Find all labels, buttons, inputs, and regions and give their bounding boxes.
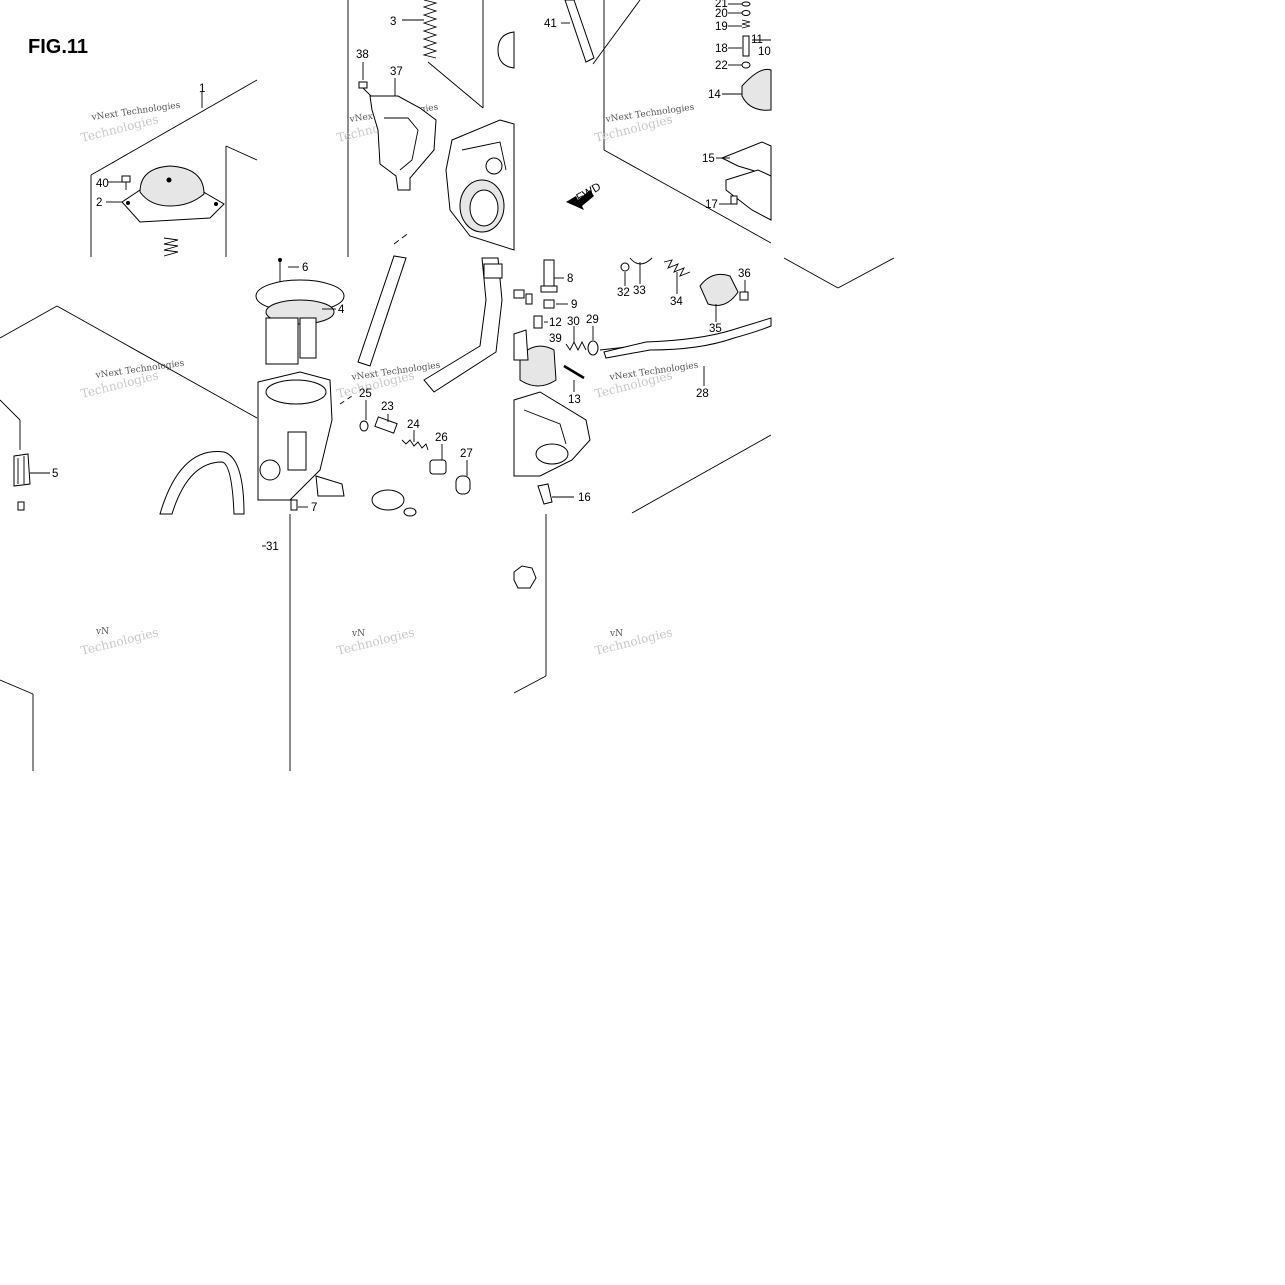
- part-float: [513, 329, 557, 387]
- callout-4: 4: [338, 304, 345, 316]
- callout-30: 30: [567, 316, 580, 328]
- part-float-bowl: [513, 391, 591, 477]
- part-33: [629, 257, 653, 265]
- svg-text:vN: vN: [351, 629, 365, 639]
- callout-14: 14: [708, 89, 721, 101]
- callout-28: 28: [696, 388, 709, 400]
- part-vent-hose: [423, 257, 503, 393]
- callout-23: 23: [381, 401, 394, 413]
- callout-9: 9: [571, 299, 577, 311]
- callout-27: 27: [460, 448, 473, 460]
- callout-35: 35: [709, 323, 722, 335]
- part-needle-stack: [741, 1, 751, 69]
- callout-2: 2: [96, 197, 102, 209]
- callout-3: 3: [390, 16, 396, 28]
- callout-13: 13: [568, 394, 581, 406]
- callout-18: 18: [715, 43, 728, 55]
- callout-15: 15: [702, 153, 715, 165]
- part-32: [620, 262, 630, 272]
- part-diaphragm-top: [497, 31, 515, 69]
- part-hose-loop: [159, 451, 245, 515]
- callout-1: 1: [199, 83, 205, 95]
- svg-text:vN: vN: [95, 627, 109, 637]
- leader-lines: [30, 3, 771, 547]
- part-screw-40: [121, 175, 131, 190]
- callout-36: 36: [738, 268, 751, 280]
- callout-29: 29: [586, 314, 599, 326]
- callout-19: 19: [715, 21, 728, 33]
- part-hose-41: [564, 0, 595, 63]
- part-spring-24: [401, 439, 429, 451]
- svg-text:vN: vN: [609, 629, 623, 639]
- part-12-39: [513, 289, 543, 329]
- fwd-arrow: FWD: [566, 181, 603, 210]
- part-9: [543, 299, 555, 309]
- part-35: [699, 273, 739, 306]
- callout-41: 41: [544, 18, 557, 30]
- callout-24: 24: [407, 419, 420, 431]
- part-spring-3: [422, 0, 438, 59]
- callout-40: 40: [96, 178, 109, 190]
- callout-7: 7: [311, 502, 317, 514]
- part-nut: [513, 565, 537, 589]
- callout-39: 39: [549, 333, 562, 345]
- part-8: [540, 259, 558, 293]
- part-tube: [357, 255, 407, 367]
- callout-8: 8: [567, 273, 573, 285]
- part-bracket-37: [369, 95, 437, 191]
- part-carb-lower: [257, 371, 345, 501]
- svg-text:Technologies: Technologies: [335, 625, 415, 658]
- part-cap-spring: [163, 237, 179, 257]
- callout-6: 6: [302, 262, 308, 274]
- callout-21: 21: [715, 0, 728, 10]
- part-pin-13: [563, 364, 585, 380]
- svg-text:Technologies: Technologies: [593, 625, 673, 658]
- part-diaphragm-lower: [371, 489, 417, 517]
- callout-34: 34: [670, 296, 683, 308]
- callout-25: 25: [359, 388, 372, 400]
- callout-37: 37: [390, 66, 403, 78]
- part-spring-34: [663, 259, 691, 277]
- part-jet-7: [290, 499, 298, 511]
- callout-11: 11: [751, 34, 763, 46]
- callout-33: 33: [633, 285, 646, 297]
- part-27: [455, 475, 471, 495]
- part-piston-4: [255, 279, 345, 365]
- part-14: [741, 68, 772, 111]
- callout-32: 32: [617, 287, 630, 299]
- part-bowl-17: [725, 169, 772, 221]
- callout-38: 38: [356, 49, 369, 61]
- callout-20: 20: [715, 8, 728, 20]
- svg-text:FWD: FWD: [575, 181, 604, 204]
- part-screw-36: [739, 291, 749, 301]
- part-26: [429, 459, 447, 475]
- part-spring-30: [565, 340, 587, 352]
- parts: FWD: [13, 0, 772, 589]
- part-screw-16: [537, 483, 553, 505]
- part-screw-38: [358, 81, 372, 97]
- callout-26: 26: [435, 432, 448, 444]
- callout-17: 17: [705, 199, 718, 211]
- part-cable-28: [603, 317, 772, 359]
- callout-5: 5: [52, 468, 58, 480]
- frame-lines: [0, 0, 895, 771]
- callout-22: 22: [715, 60, 728, 72]
- callout-16: 16: [578, 492, 591, 504]
- part-top-cap: [121, 165, 225, 223]
- figure-title: FIG.11: [28, 36, 89, 58]
- callout-numbers: 1 2 3 4 5 6 7 8 9 10 11 12 13 14 15 16 1…: [52, 0, 771, 553]
- callout-31: 31: [266, 541, 279, 553]
- svg-text:Technologies: Technologies: [79, 625, 159, 658]
- part-carb-body: [445, 119, 515, 251]
- part-clip-5: [13, 453, 31, 511]
- callout-12: 12: [549, 317, 562, 329]
- callout-10: 10: [758, 46, 771, 58]
- part-gasket-15: [720, 141, 772, 177]
